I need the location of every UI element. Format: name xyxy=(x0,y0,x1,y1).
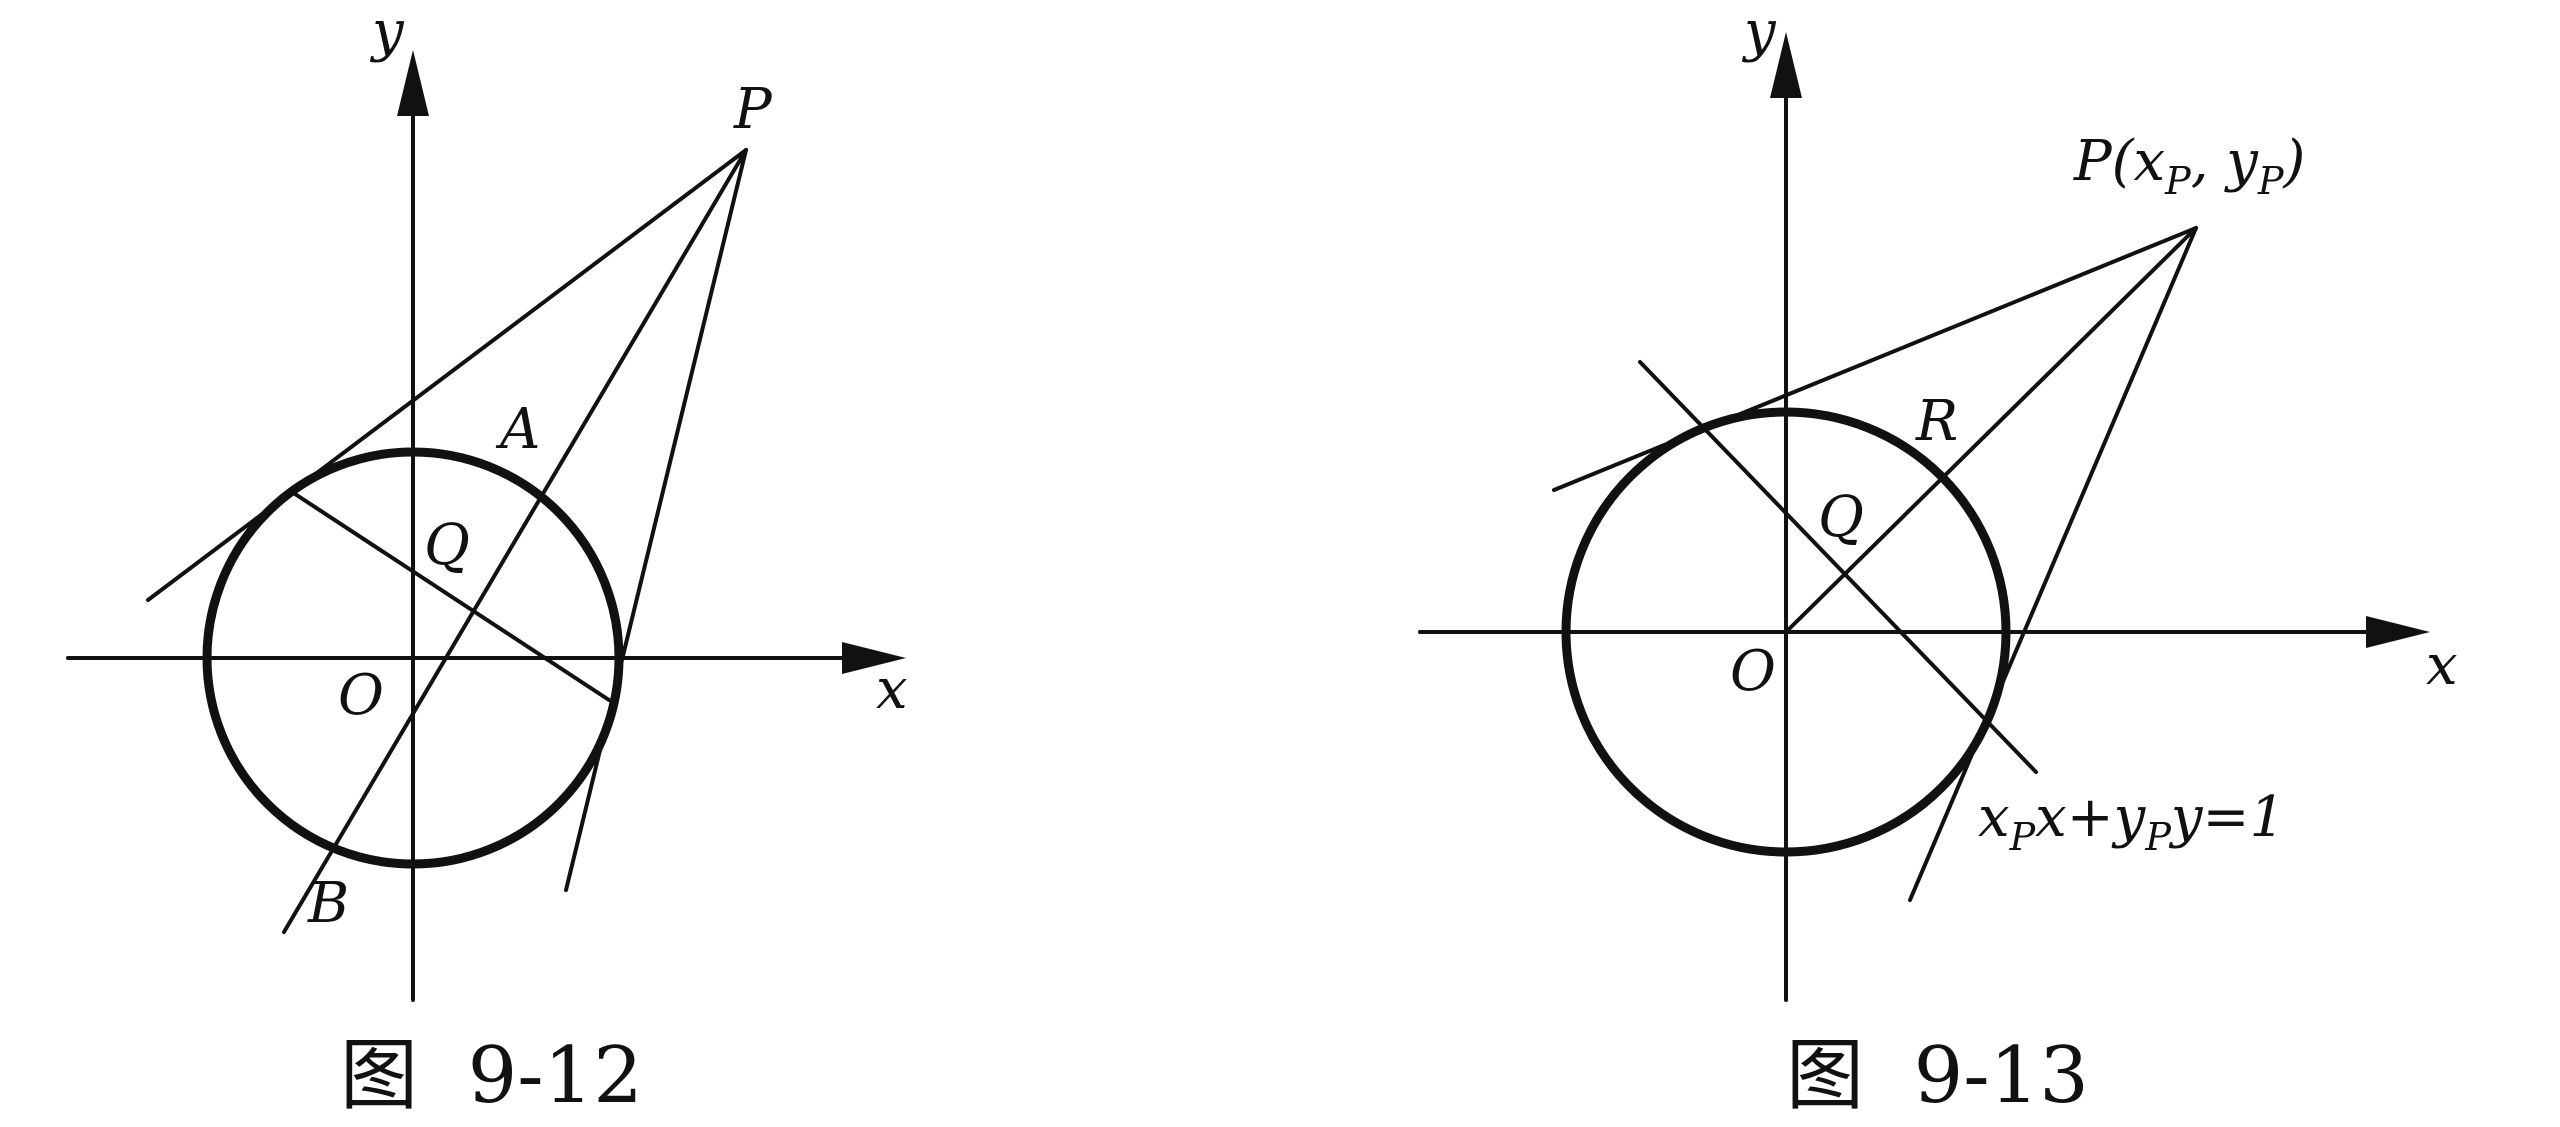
equation-middle: x+y xyxy=(2035,785,2147,850)
y-axis-arrowhead xyxy=(1770,32,1802,98)
tangent-line-lower xyxy=(564,148,748,892)
figure-9-13: y x O P(xP, yP) R Q xPx+yPy=1 图 9-13 xyxy=(1418,0,2458,1121)
polar-line-equation-label: xPx+yPy=1 xyxy=(1978,785,2285,859)
y-axis-arrowhead xyxy=(397,50,429,116)
point-p-coordinates-label: P(xP, yP) xyxy=(2073,129,2305,203)
ray-op xyxy=(1784,226,2198,634)
origin-label: O xyxy=(338,663,384,728)
x-axis-label: x xyxy=(876,657,908,722)
point-p-subscript-2: P xyxy=(2257,159,2285,203)
figure-9-12: y x O P A Q B 图 9-12 xyxy=(66,0,908,1121)
figure-caption: 图 9-12 xyxy=(340,1031,643,1121)
chord-of-contact xyxy=(290,490,611,702)
equation-x: x xyxy=(1978,785,2010,850)
y-axis-label: y xyxy=(1741,0,1777,64)
circle xyxy=(202,447,624,869)
equation-y-subscript: P xyxy=(2144,815,2172,859)
secant-line xyxy=(282,148,748,934)
point-r-label: R xyxy=(1915,389,1958,454)
figure-caption: 图 9-13 xyxy=(1786,1031,2089,1121)
point-p-subscript-1: P xyxy=(2164,159,2192,203)
point-q-label: Q xyxy=(424,513,470,578)
origin-label: O xyxy=(1730,639,1776,704)
y-axis-label: y xyxy=(369,0,405,64)
circle xyxy=(1561,407,2011,857)
point-a-label: A xyxy=(495,397,540,462)
point-p-label: P xyxy=(733,77,773,142)
tangent-line-upper xyxy=(1552,226,2198,492)
point-p-text: P(x xyxy=(2073,129,2165,194)
point-p-close: ) xyxy=(2283,129,2306,194)
point-b-label: B xyxy=(307,871,349,936)
tangent-line-upper xyxy=(146,148,748,602)
x-axis-arrowhead xyxy=(842,642,906,674)
x-axis-arrowhead xyxy=(2366,616,2430,648)
point-q-label: Q xyxy=(1818,485,1864,550)
tangent-line-lower xyxy=(1908,226,2198,902)
polar-line xyxy=(1638,360,2038,774)
x-axis-label: x xyxy=(2426,633,2458,698)
point-p-middle: , y xyxy=(2191,129,2260,194)
equation-x-subscript: P xyxy=(2009,815,2037,859)
equation-end: y=1 xyxy=(2168,785,2285,850)
